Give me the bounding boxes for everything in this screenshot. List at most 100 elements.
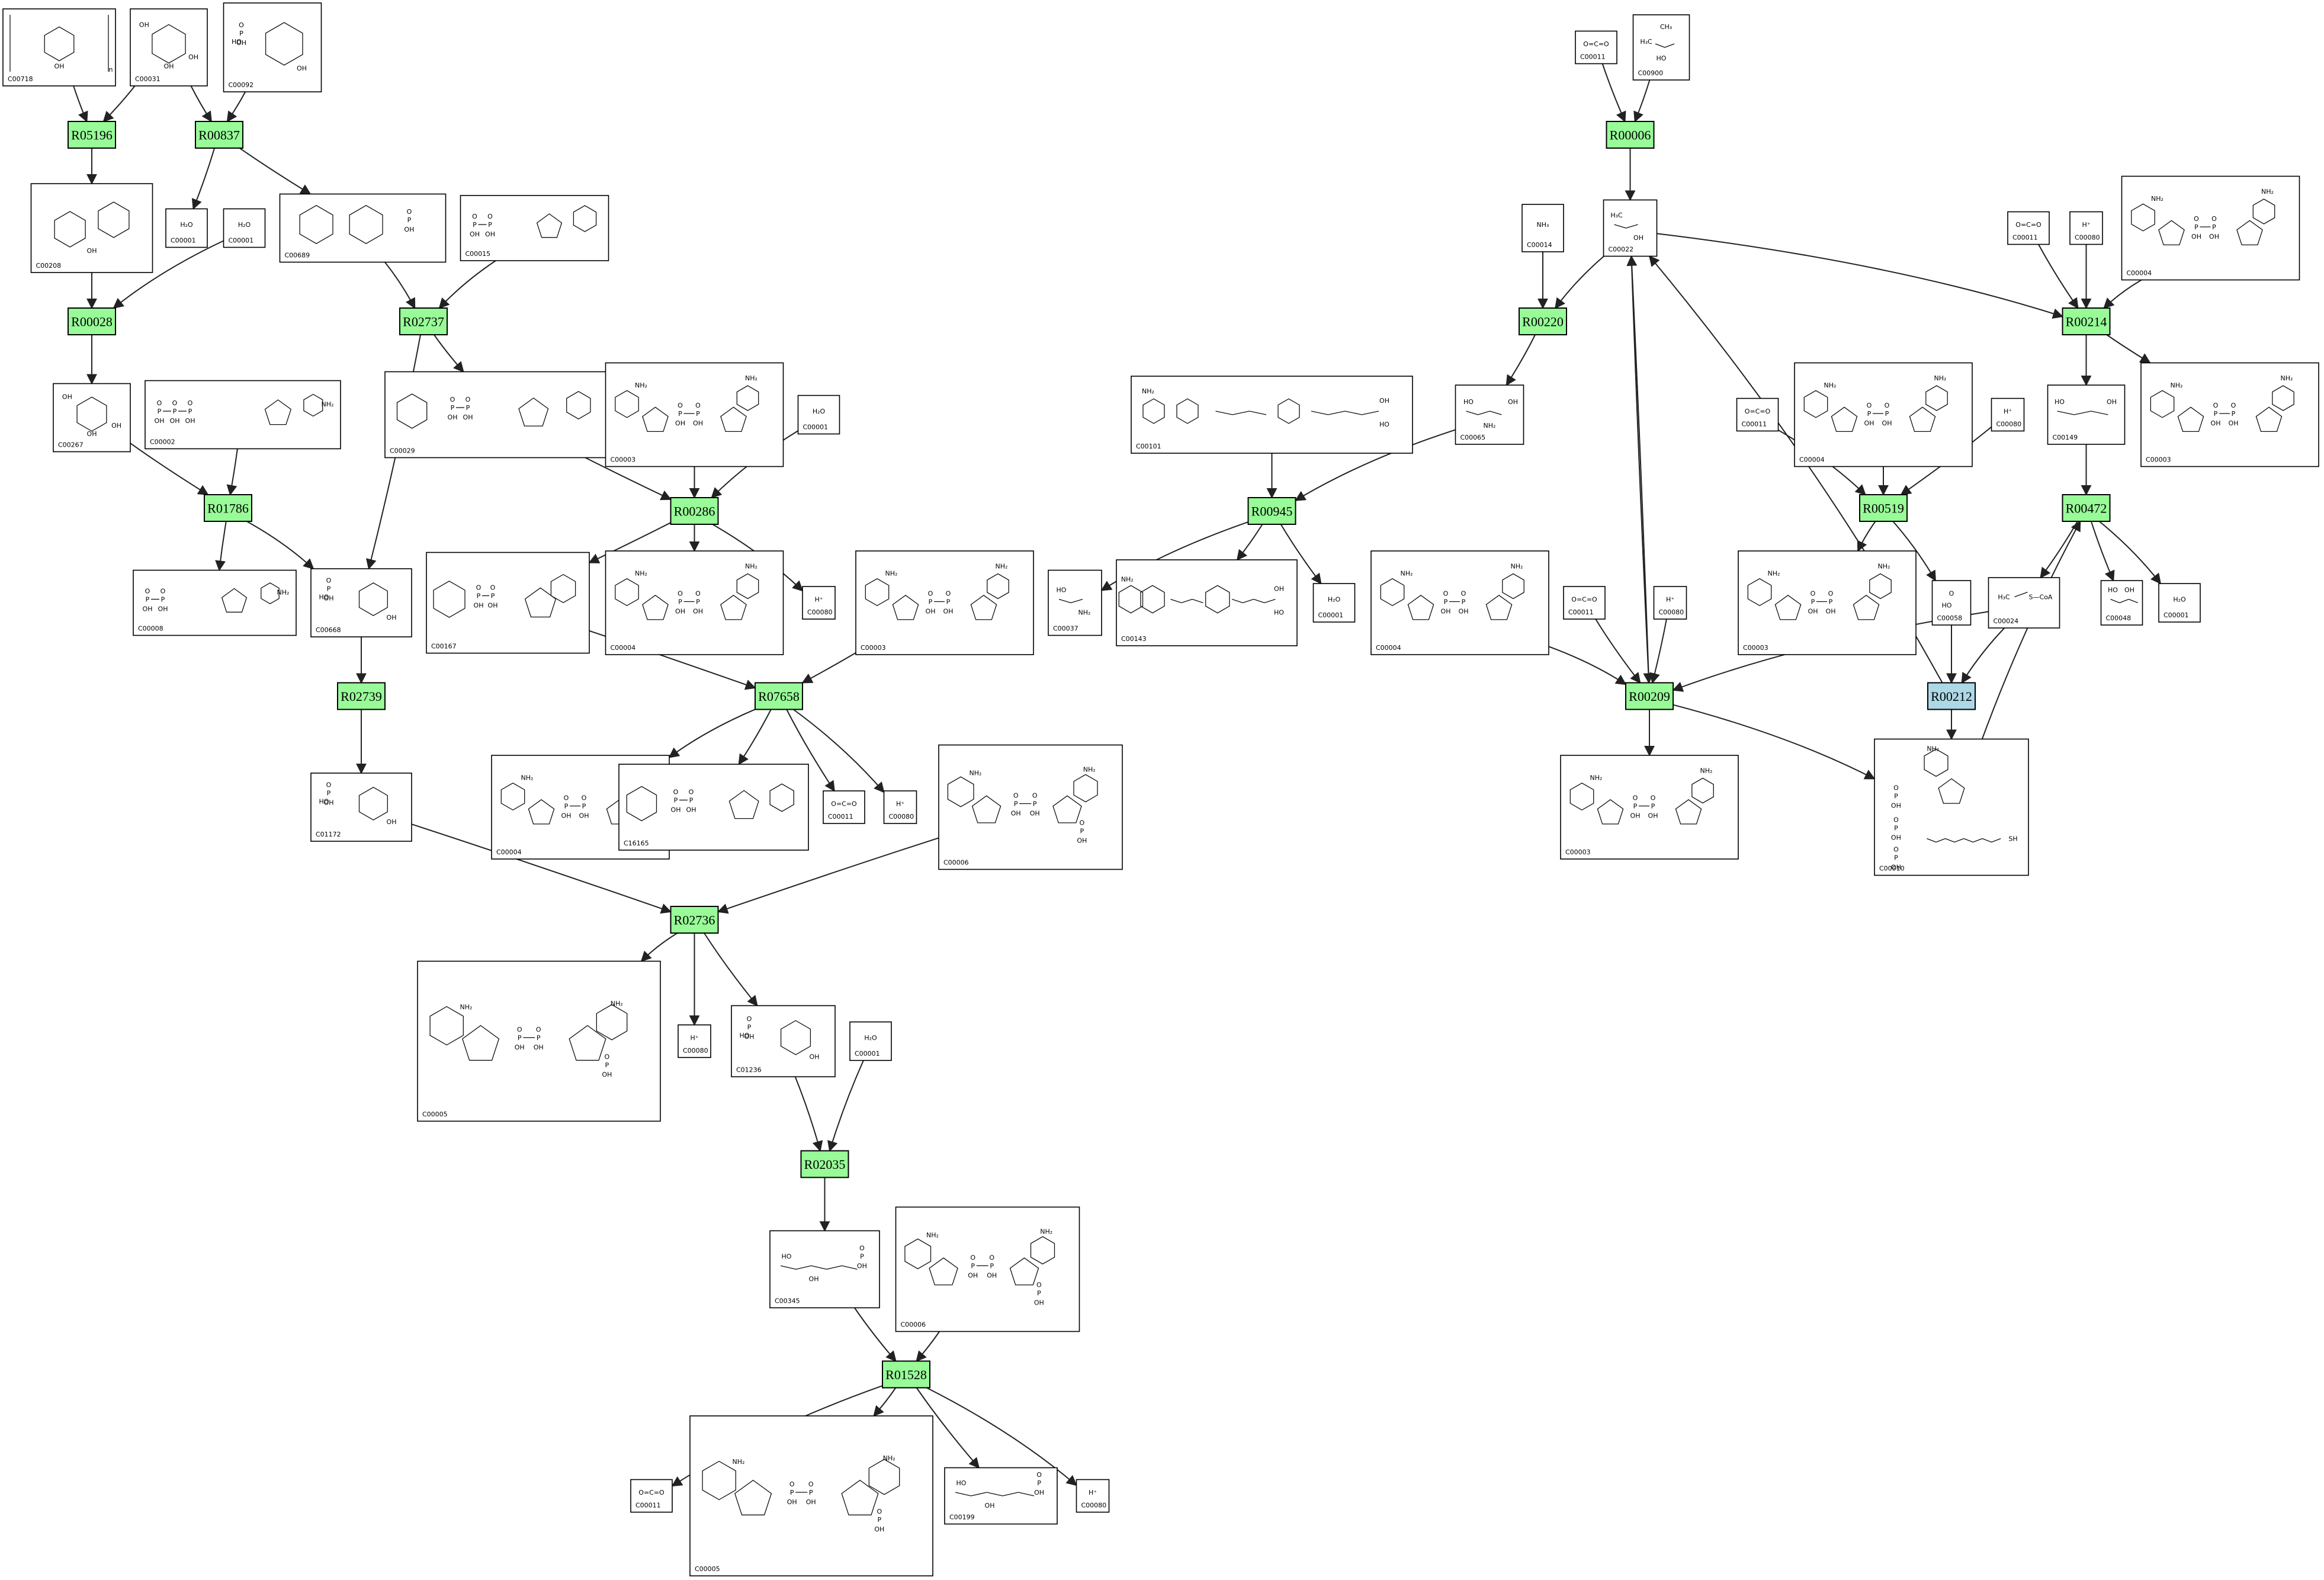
- atom-label: OH: [1808, 608, 1818, 616]
- atom-label: H₂O: [2173, 596, 2186, 604]
- atom-label: OH: [534, 1044, 544, 1052]
- reaction-R00220[interactable]: R00220: [1519, 307, 1567, 335]
- atom-label: O: [1828, 590, 1834, 598]
- reaction-R00209[interactable]: R00209: [1625, 682, 1674, 710]
- reaction-R00028[interactable]: R00028: [68, 307, 116, 335]
- reaction-R02737[interactable]: R02737: [399, 307, 448, 335]
- reaction-R00472[interactable]: R00472: [2062, 494, 2111, 522]
- reaction-R02035[interactable]: R02035: [800, 1150, 849, 1178]
- atom-label: P: [946, 598, 951, 606]
- reaction-R02739[interactable]: R02739: [337, 682, 386, 710]
- reaction-R00006[interactable]: R00006: [1606, 121, 1655, 149]
- compound-C00080[interactable]: H⁺C00080: [678, 1024, 711, 1058]
- atom-label: OH: [474, 602, 484, 610]
- edge-c_C00065-R00945: [1294, 429, 1456, 501]
- reaction-R02736[interactable]: R02736: [670, 906, 719, 934]
- reaction-R00214[interactable]: R00214: [2062, 307, 2111, 335]
- atom-label: P: [327, 585, 331, 593]
- compound-C00080[interactable]: H⁺C00080: [1076, 1479, 1110, 1513]
- ring-shape: [433, 581, 466, 618]
- atom-label: O: [450, 396, 455, 403]
- compound-id-label: C00006: [901, 1321, 926, 1329]
- compound-C00080[interactable]: H⁺C00080: [883, 790, 917, 824]
- reaction-R07658[interactable]: R07658: [755, 682, 803, 710]
- reaction-R00212[interactable]: R00212: [1927, 682, 1976, 710]
- reaction-R00837[interactable]: R00837: [195, 121, 243, 149]
- compound-C00080[interactable]: H⁺C00080: [2069, 211, 2103, 245]
- reaction-R01528[interactable]: R01528: [882, 1360, 930, 1389]
- reaction-box: [755, 682, 803, 710]
- reaction-R01786[interactable]: R01786: [204, 494, 252, 522]
- edge-c_C00011_c-R00006: [1601, 63, 1626, 123]
- compound-C00080[interactable]: H⁺C00080: [1653, 586, 1687, 620]
- atom-label: P: [161, 596, 165, 604]
- reaction-R00286[interactable]: R00286: [670, 497, 719, 525]
- compound-box: [2158, 583, 2201, 623]
- reaction-R05196[interactable]: R05196: [68, 121, 116, 149]
- atom-label: O=C=O: [638, 1489, 665, 1496]
- ring-shape: [971, 795, 1001, 823]
- atom-label: OH: [515, 1044, 525, 1052]
- atom-label: NH₂: [322, 400, 334, 408]
- reaction-R00945[interactable]: R00945: [1247, 497, 1296, 525]
- compound-C00080[interactable]: H⁺C00080: [1991, 398, 2025, 432]
- compound-C00080[interactable]: H⁺C00080: [802, 586, 836, 620]
- reaction-R00519[interactable]: R00519: [1859, 494, 1908, 522]
- compound-box: [30, 183, 153, 273]
